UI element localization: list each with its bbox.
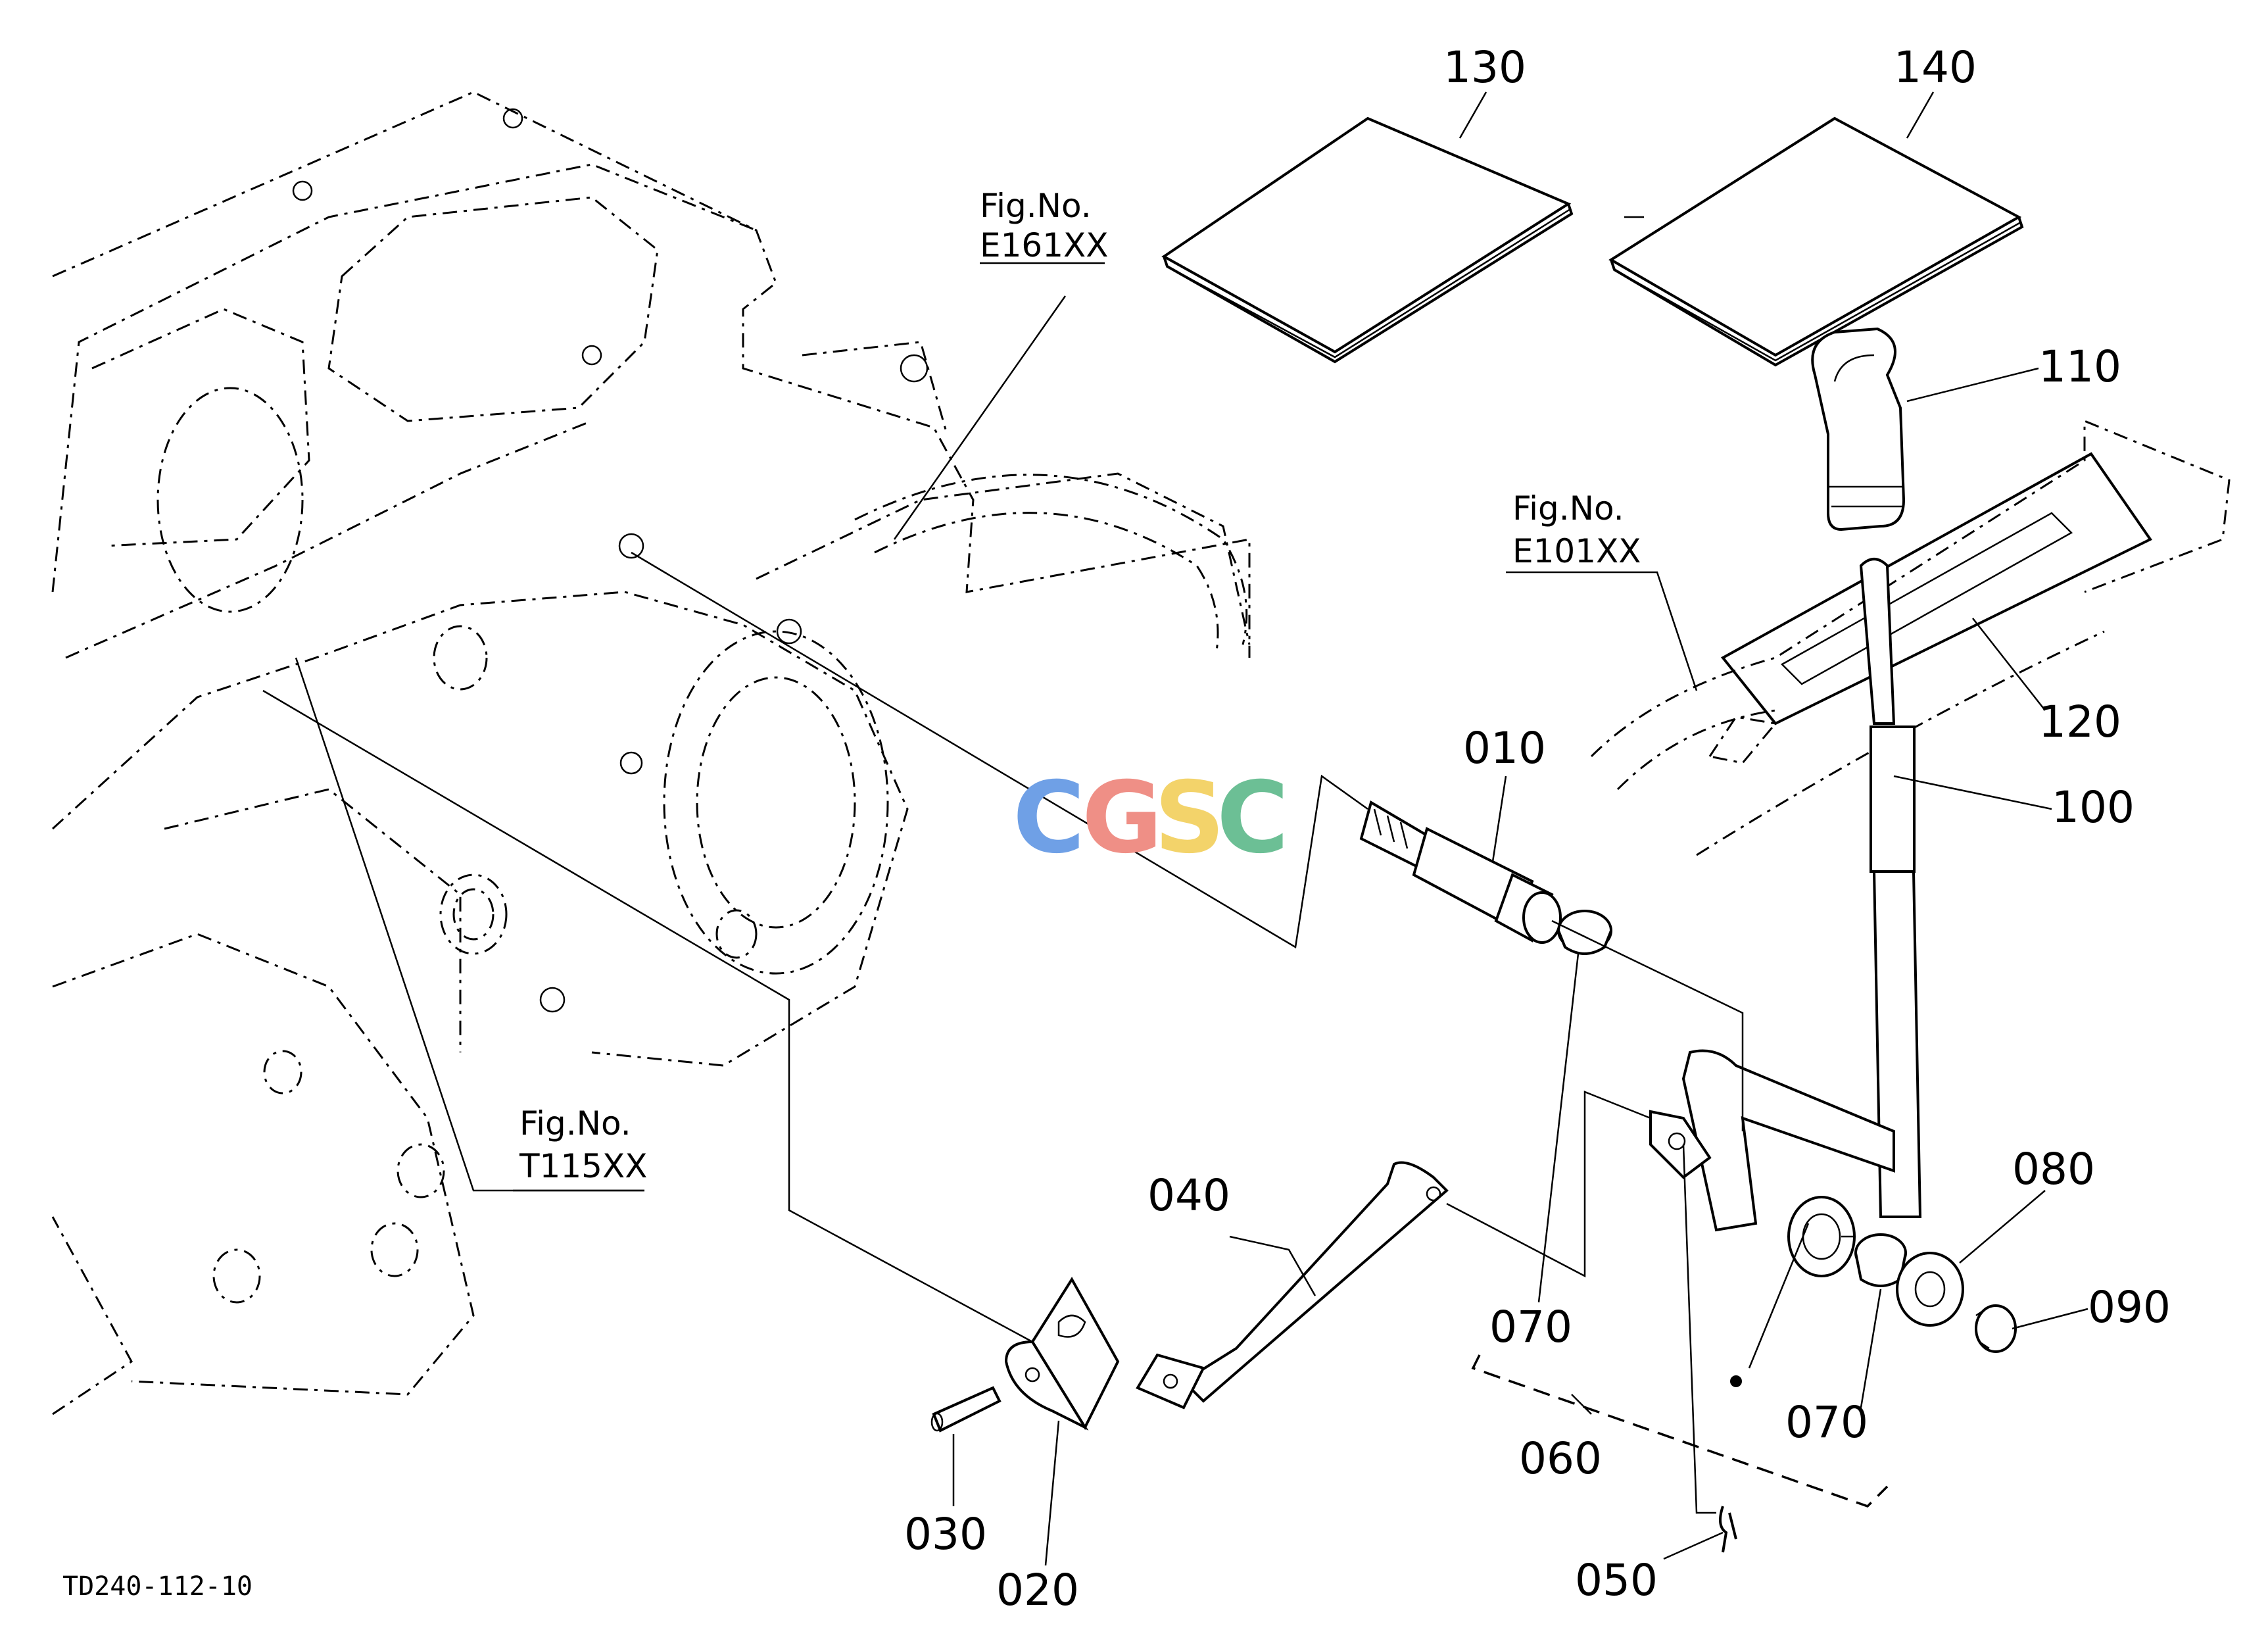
watermark-letter-4: C	[1217, 761, 1289, 875]
pin-030	[930, 1386, 1001, 1433]
callout-020: 020	[996, 1565, 1079, 1615]
part-callouts: 130 140 110 120 100 010 040 070 070 080 …	[904, 42, 2171, 1615]
transmission-housing-outline	[51, 91, 1251, 1415]
watermark-letter-1: C	[1013, 761, 1085, 875]
callout-070-lower: 070	[1785, 1397, 1868, 1448]
operator-manual-130	[1161, 116, 1574, 364]
callout-140: 140	[1894, 42, 1977, 93]
callout-090: 090	[2088, 1282, 2171, 1333]
callout-010: 010	[1463, 723, 1546, 774]
watermark: C G S C	[1013, 761, 1289, 875]
figure-ref-label: Fig.No.	[980, 187, 1092, 225]
figure-ref-label: Fig.No.	[519, 1104, 631, 1143]
bushing-070-lower	[1854, 1233, 1907, 1287]
callout-040: 040	[1147, 1170, 1230, 1221]
bracket-020	[1004, 1277, 1120, 1431]
pivot-shaft-010	[1359, 800, 1562, 944]
assembly-lines	[262, 216, 1889, 1514]
housing-ring-outline	[854, 474, 1248, 652]
retaining-clip-090	[1975, 1304, 2017, 1353]
watermark-letter-2: G	[1082, 761, 1163, 875]
figure-reference-e101xx: Fig.No. E101XX	[1512, 489, 1641, 570]
watermark-letter-3: S	[1154, 761, 1225, 875]
figure-ref-number: T115XX	[519, 1147, 647, 1185]
callout-050: 050	[1575, 1555, 1658, 1606]
diagram-code: TD240-112-10	[62, 1571, 253, 1602]
figure-reference-e161xx: Fig.No. E161XX	[980, 187, 1109, 264]
callout-leaders	[952, 91, 2088, 1566]
callout-110: 110	[2039, 341, 2121, 392]
bushing-070-upper	[1557, 910, 1612, 955]
cotter-pin-050	[1719, 1506, 1737, 1553]
control-rod-040	[1136, 1161, 1449, 1410]
callout-080: 080	[2012, 1144, 2095, 1194]
figure-reference-t115xx: Fig.No. T115XX	[519, 1104, 647, 1185]
callout-070-upper: 070	[1489, 1302, 1572, 1352]
callout-100: 100	[2052, 782, 2135, 833]
lever-grip-110	[1811, 327, 1906, 531]
callout-130: 130	[1443, 42, 1526, 93]
callout-060: 060	[1519, 1433, 1602, 1484]
figure-ref-number: E161XX	[980, 226, 1109, 264]
washer-080	[1896, 1252, 1964, 1327]
parts-manual-140	[1608, 116, 2024, 367]
figure-ref-number: E101XX	[1512, 532, 1641, 570]
figure-ref-label: Fig.No.	[1512, 489, 1624, 528]
callout-030: 030	[904, 1509, 987, 1560]
callout-120: 120	[2039, 697, 2121, 747]
